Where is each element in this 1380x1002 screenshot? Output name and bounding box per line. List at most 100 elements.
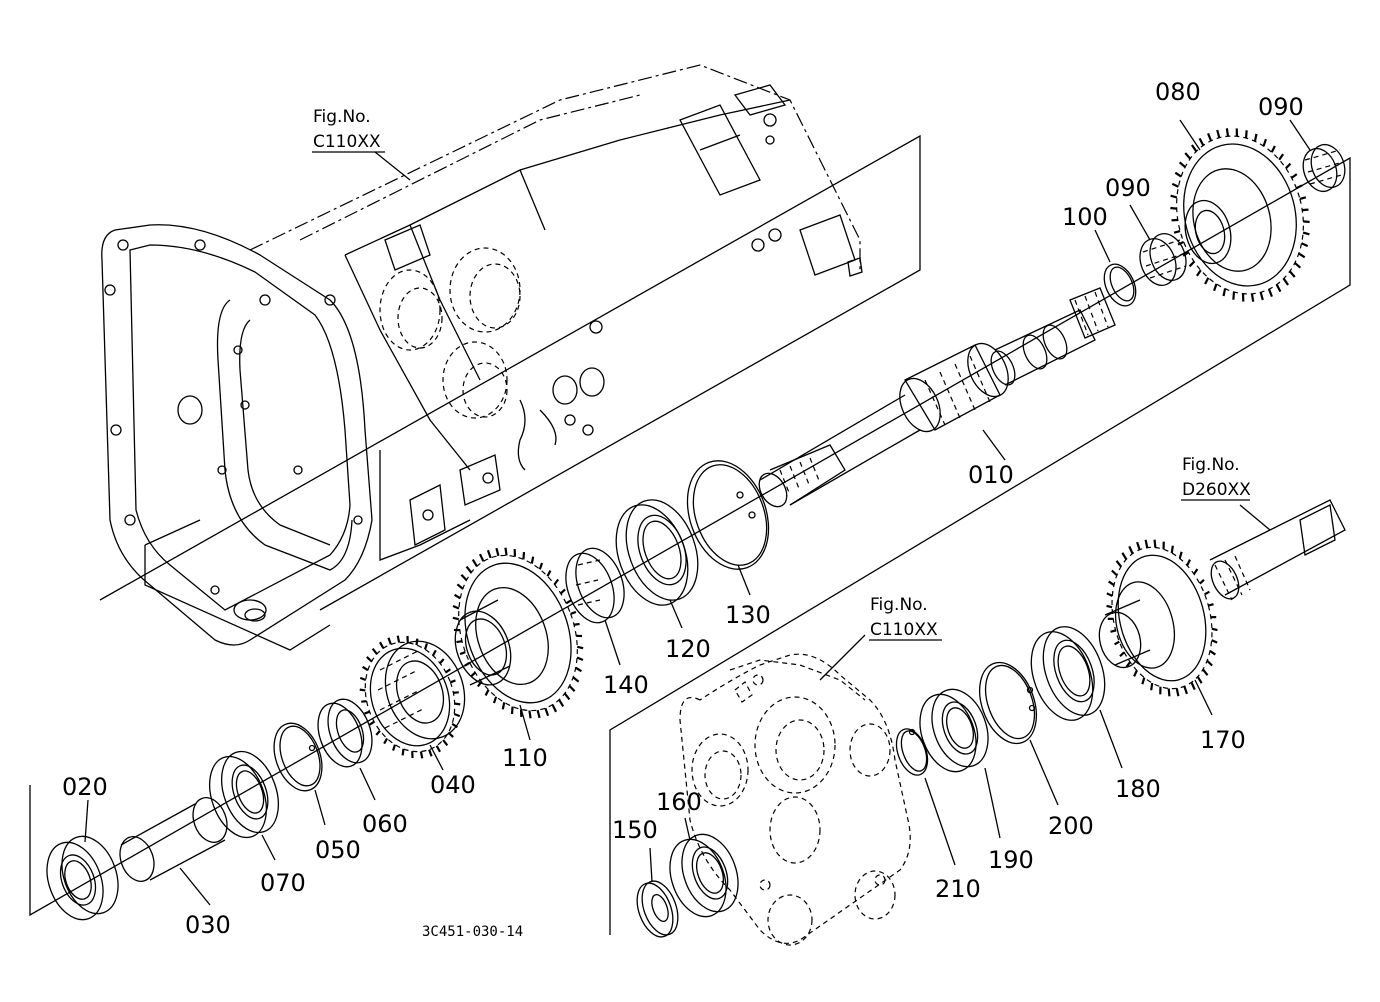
- gear-tooth: [1208, 603, 1214, 607]
- gear-tooth: [1178, 551, 1183, 559]
- gear-tooth: [1133, 670, 1138, 677]
- gear-tooth: [522, 551, 526, 560]
- gear-tooth: [1253, 133, 1258, 142]
- part-label-180: 180: [1115, 775, 1161, 803]
- gear-tooth: [453, 691, 459, 694]
- gear-tooth: [575, 666, 583, 673]
- gear-tooth: [551, 704, 558, 713]
- gear-tooth: [558, 699, 565, 707]
- part-label-210: 210: [935, 875, 981, 903]
- gear-tooth: [456, 583, 464, 590]
- gear-tooth: [1174, 171, 1182, 178]
- gear-tooth: [1153, 539, 1157, 548]
- gear-110: [454, 554, 578, 741]
- gear-tooth: [470, 671, 476, 678]
- gear-tooth: [452, 616, 460, 621]
- gear-tooth: [1188, 260, 1195, 268]
- gear-tooth: [1193, 568, 1199, 575]
- leader-100: [1094, 229, 1111, 263]
- gear-tooth: [1175, 688, 1180, 697]
- leader-020: [84, 799, 89, 843]
- bearing-160: [669, 817, 739, 918]
- gear-tooth: [573, 622, 580, 626]
- bearing-060: [317, 698, 376, 801]
- gear-040-teeth: [359, 635, 461, 759]
- gear-tooth: [1162, 541, 1165, 550]
- gear-tooth: [415, 638, 419, 646]
- gear-tooth: [1191, 144, 1198, 152]
- bearing-190: [919, 688, 1001, 839]
- gear-tooth: [1262, 138, 1267, 147]
- gear-tooth: [570, 610, 577, 615]
- gear-tooth: [1177, 240, 1185, 246]
- gear-tooth: [396, 635, 401, 643]
- gear-tooth: [1150, 682, 1154, 691]
- bearing-020: [46, 799, 119, 921]
- transmission-case: [101, 64, 863, 651]
- gear-tooth: [419, 751, 424, 759]
- gear-tooth: [1259, 291, 1264, 301]
- gear-tooth: [362, 665, 369, 672]
- gear-tooth: [495, 547, 500, 557]
- gear-tooth: [1222, 288, 1227, 297]
- part-label-070: 070: [260, 869, 306, 897]
- figure-reference-right: Fig.No. D260XX: [1181, 455, 1251, 501]
- gear-tooth: [1184, 152, 1192, 160]
- gear-tooth: [456, 640, 463, 644]
- gear-tooth: [453, 593, 461, 600]
- gear-tooth: [359, 676, 367, 682]
- part-label-040: 040: [430, 771, 476, 799]
- gear-tooth: [572, 676, 580, 683]
- gear-tooth: [1302, 231, 1310, 236]
- gear-tooth: [1159, 686, 1162, 695]
- gear-tooth: [553, 578, 560, 586]
- part-label-200: 200: [1048, 812, 1094, 840]
- gear-tooth: [453, 712, 461, 718]
- gear-tooth: [576, 656, 584, 661]
- gear-tooth: [454, 702, 461, 706]
- leader-160: [684, 817, 691, 841]
- part-label-100: 100: [1062, 203, 1108, 231]
- gear-040: [364, 640, 466, 771]
- shaft-d260: [1209, 499, 1346, 601]
- gear-tooth: [544, 707, 550, 717]
- gear-tooth: [1178, 161, 1186, 168]
- part-label-080: 080: [1155, 78, 1201, 106]
- gear-tooth: [1195, 269, 1202, 277]
- gear-tooth: [1232, 291, 1236, 300]
- circlip-200: [979, 661, 1059, 806]
- part-label-110: 110: [502, 744, 548, 772]
- gear-tooth: [1250, 293, 1255, 302]
- figure-ref-number: D260XX: [1182, 480, 1251, 500]
- gear-tooth: [1128, 546, 1134, 555]
- figure-ref-label: Fig.No.: [1182, 455, 1240, 475]
- bearing-120: [615, 499, 699, 629]
- gear-tooth: [1167, 688, 1171, 697]
- gear-tooth: [459, 651, 466, 656]
- gear-tooth: [530, 556, 535, 564]
- gear-tooth: [510, 706, 514, 715]
- gear-tooth: [1198, 137, 1205, 146]
- gear-tooth: [1204, 277, 1210, 285]
- part-label-140: 140: [603, 671, 649, 699]
- gear-tooth: [401, 748, 405, 756]
- part-label-010: 010: [968, 461, 1014, 489]
- leader-180: [1099, 709, 1123, 769]
- gear-tooth: [565, 599, 572, 605]
- section-frames: [29, 134, 1351, 935]
- gear-tooth: [1206, 659, 1213, 667]
- gear-tooth: [1303, 220, 1310, 224]
- part-labels: 010 020 030 040 050 060 070 080 090 090 …: [62, 78, 1304, 939]
- leader-120: [669, 599, 683, 629]
- gear-tooth: [1171, 218, 1178, 222]
- leader-190: [984, 767, 1001, 839]
- gear-tooth: [1301, 242, 1309, 248]
- needle-bearing-090-upper: [1289, 119, 1346, 193]
- gear-tooth: [1108, 580, 1115, 586]
- gear-tooth: [478, 553, 485, 562]
- gear-tooth: [1235, 128, 1239, 137]
- gear-tooth: [383, 737, 389, 745]
- gear-tooth: [1111, 569, 1118, 577]
- gear-tooth: [387, 637, 392, 645]
